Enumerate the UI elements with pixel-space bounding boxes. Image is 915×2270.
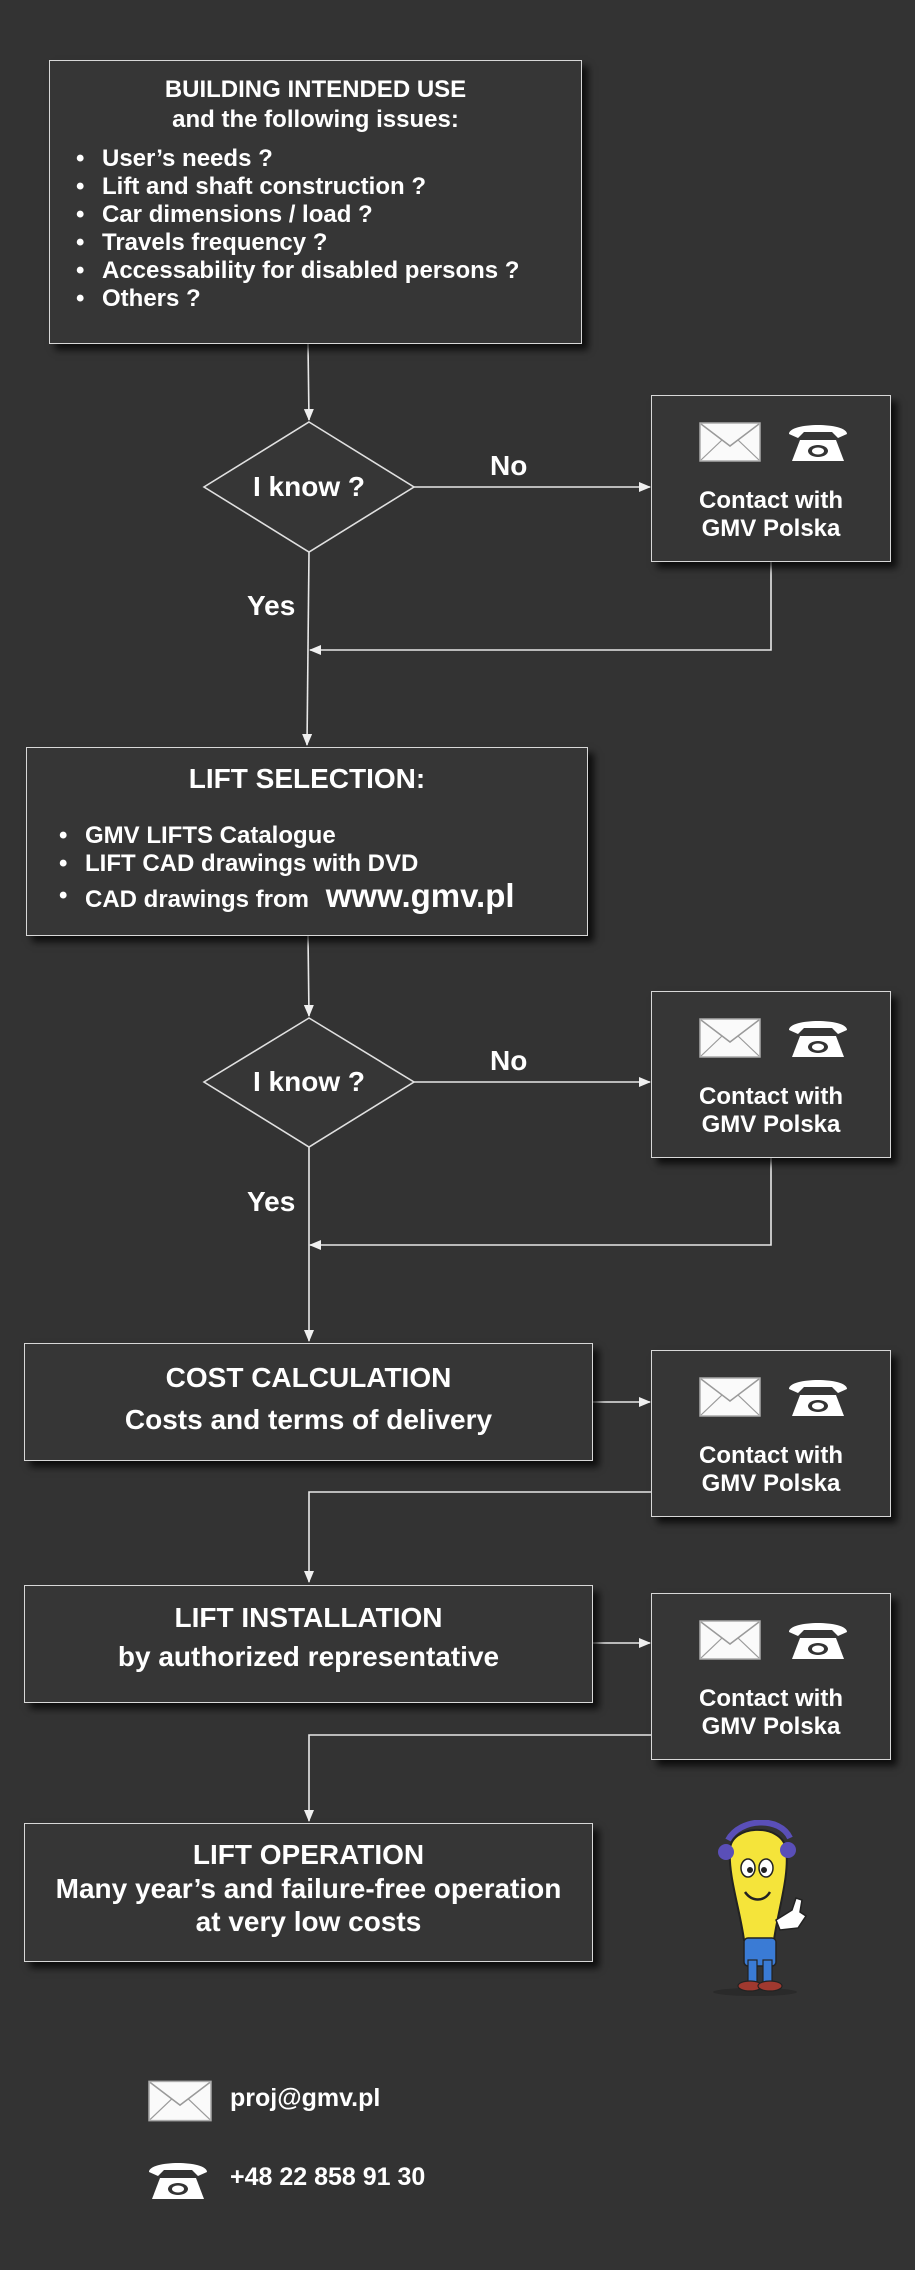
lift-installation-box: LIFT INSTALLATION by authorized represen…	[24, 1585, 593, 1703]
list-item: User’s needs ?	[76, 145, 519, 173]
decision2-text: I know ?	[253, 1066, 365, 1097]
connector-contact2-return	[309, 1158, 772, 1250]
box5-line2: Many year’s and failure-free operation	[55, 1873, 562, 1904]
box4-line2: by authorized representative	[117, 1641, 500, 1672]
lift-selection-box: LIFT SELECTION: GMV LIFTS Catalogue LIFT…	[26, 747, 588, 936]
connector-contact1-return	[309, 562, 772, 655]
contact-line2: GMV Polska	[701, 1111, 841, 1138]
contact-line1: Contact with	[699, 1442, 843, 1469]
contact-box-3[interactable]: Contact with GMV Polska	[651, 1350, 891, 1517]
list-item: LIFT CAD drawings with DVD	[59, 850, 515, 878]
connector-contact3-box4	[304, 1491, 651, 1583]
box1-title-line1: BUILDING INTENDED USE	[164, 76, 467, 103]
contact-line1: Contact with	[699, 1083, 843, 1110]
envelope-icon	[699, 1018, 761, 1058]
connector-box2-decision2	[303, 935, 314, 1017]
contact-box-1[interactable]: Contact with GMV Polska	[651, 395, 891, 562]
contact-box-4[interactable]: Contact with GMV Polska	[651, 1593, 891, 1760]
contact-box-2[interactable]: Contact with GMV Polska	[651, 991, 891, 1158]
decision2-no-label: No	[490, 1045, 528, 1076]
lift-operation-box: LIFT OPERATION Many year’s and failure-f…	[24, 1823, 593, 1962]
telephone-icon	[789, 1021, 847, 1057]
contact-text: Contact with GMV Polska	[652, 487, 890, 543]
telephone-icon	[789, 1623, 847, 1659]
box4-line1: LIFT INSTALLATION	[174, 1602, 443, 1633]
telephone-icon	[789, 425, 847, 461]
contact-line2: GMV Polska	[701, 515, 841, 542]
box5-line1: LIFT OPERATION	[192, 1839, 425, 1870]
list-item: GMV LIFTS Catalogue	[59, 822, 515, 850]
connector-contact4-box5	[304, 1734, 651, 1822]
footer-phone[interactable]: +48 22 858 91 30	[230, 2163, 426, 2191]
box3-line1: COST CALCULATION	[165, 1362, 452, 1393]
list-item: Travels frequency ?	[76, 229, 519, 257]
box5-line3: at very low costs	[195, 1906, 422, 1937]
contact-text: Contact with GMV Polska	[652, 1442, 890, 1498]
decision1-text: I know ?	[253, 471, 365, 502]
list-item: CAD drawings from www.gmv.pl	[59, 879, 515, 914]
contact-line1: Contact with	[699, 1685, 843, 1712]
contact-line2: GMV Polska	[701, 1713, 841, 1740]
building-intended-use-box: BUILDING INTENDED USE and the following …	[49, 60, 582, 344]
box2-list: GMV LIFTS Catalogue LIFT CAD drawings wi…	[59, 822, 515, 914]
cost-calculation-box: COST CALCULATION Costs and terms of deli…	[24, 1343, 593, 1461]
decision1-no-label: No	[490, 450, 528, 481]
contact-text: Contact with GMV Polska	[652, 1083, 890, 1139]
envelope-icon	[699, 1377, 761, 1417]
decision1-diamond	[202, 421, 416, 553]
list-item: Lift and shaft construction ?	[76, 173, 519, 201]
box1-title: BUILDING INTENDED USE and the following …	[50, 75, 581, 135]
connector-box1-decision1	[303, 343, 314, 421]
contact-line1: Contact with	[699, 487, 843, 514]
box1-issue-list: User’s needs ? Lift and shaft constructi…	[76, 145, 519, 313]
list-item: Car dimensions / load ?	[76, 201, 519, 229]
footer-email[interactable]: proj@gmv.pl	[230, 2084, 381, 2112]
decision2-yes-label: Yes	[247, 1186, 296, 1217]
telephone-icon	[789, 1380, 847, 1416]
list-item: Accessability for disabled persons ?	[76, 257, 519, 285]
list-item: Others ?	[76, 285, 519, 313]
contact-line2: GMV Polska	[701, 1470, 841, 1497]
connector-decision1-yes	[302, 551, 313, 746]
envelope-icon	[148, 2080, 212, 2122]
contact-text: Contact with GMV Polska	[652, 1685, 890, 1741]
box3-line2: Costs and terms of delivery	[124, 1404, 493, 1435]
box1-title-line2: and the following issues:	[172, 106, 459, 133]
decision2-diamond	[202, 1017, 416, 1148]
telephone-icon	[149, 2163, 207, 2199]
cad-drawings-prefix: CAD drawings from	[85, 886, 310, 913]
lift-mascot	[713, 1820, 808, 1996]
box2-title: LIFT SELECTION:	[188, 763, 426, 794]
envelope-icon	[699, 1620, 761, 1660]
gmv-website-link[interactable]: www.gmv.pl	[325, 877, 515, 914]
envelope-icon	[699, 422, 761, 462]
decision1-yes-label: Yes	[247, 590, 296, 621]
